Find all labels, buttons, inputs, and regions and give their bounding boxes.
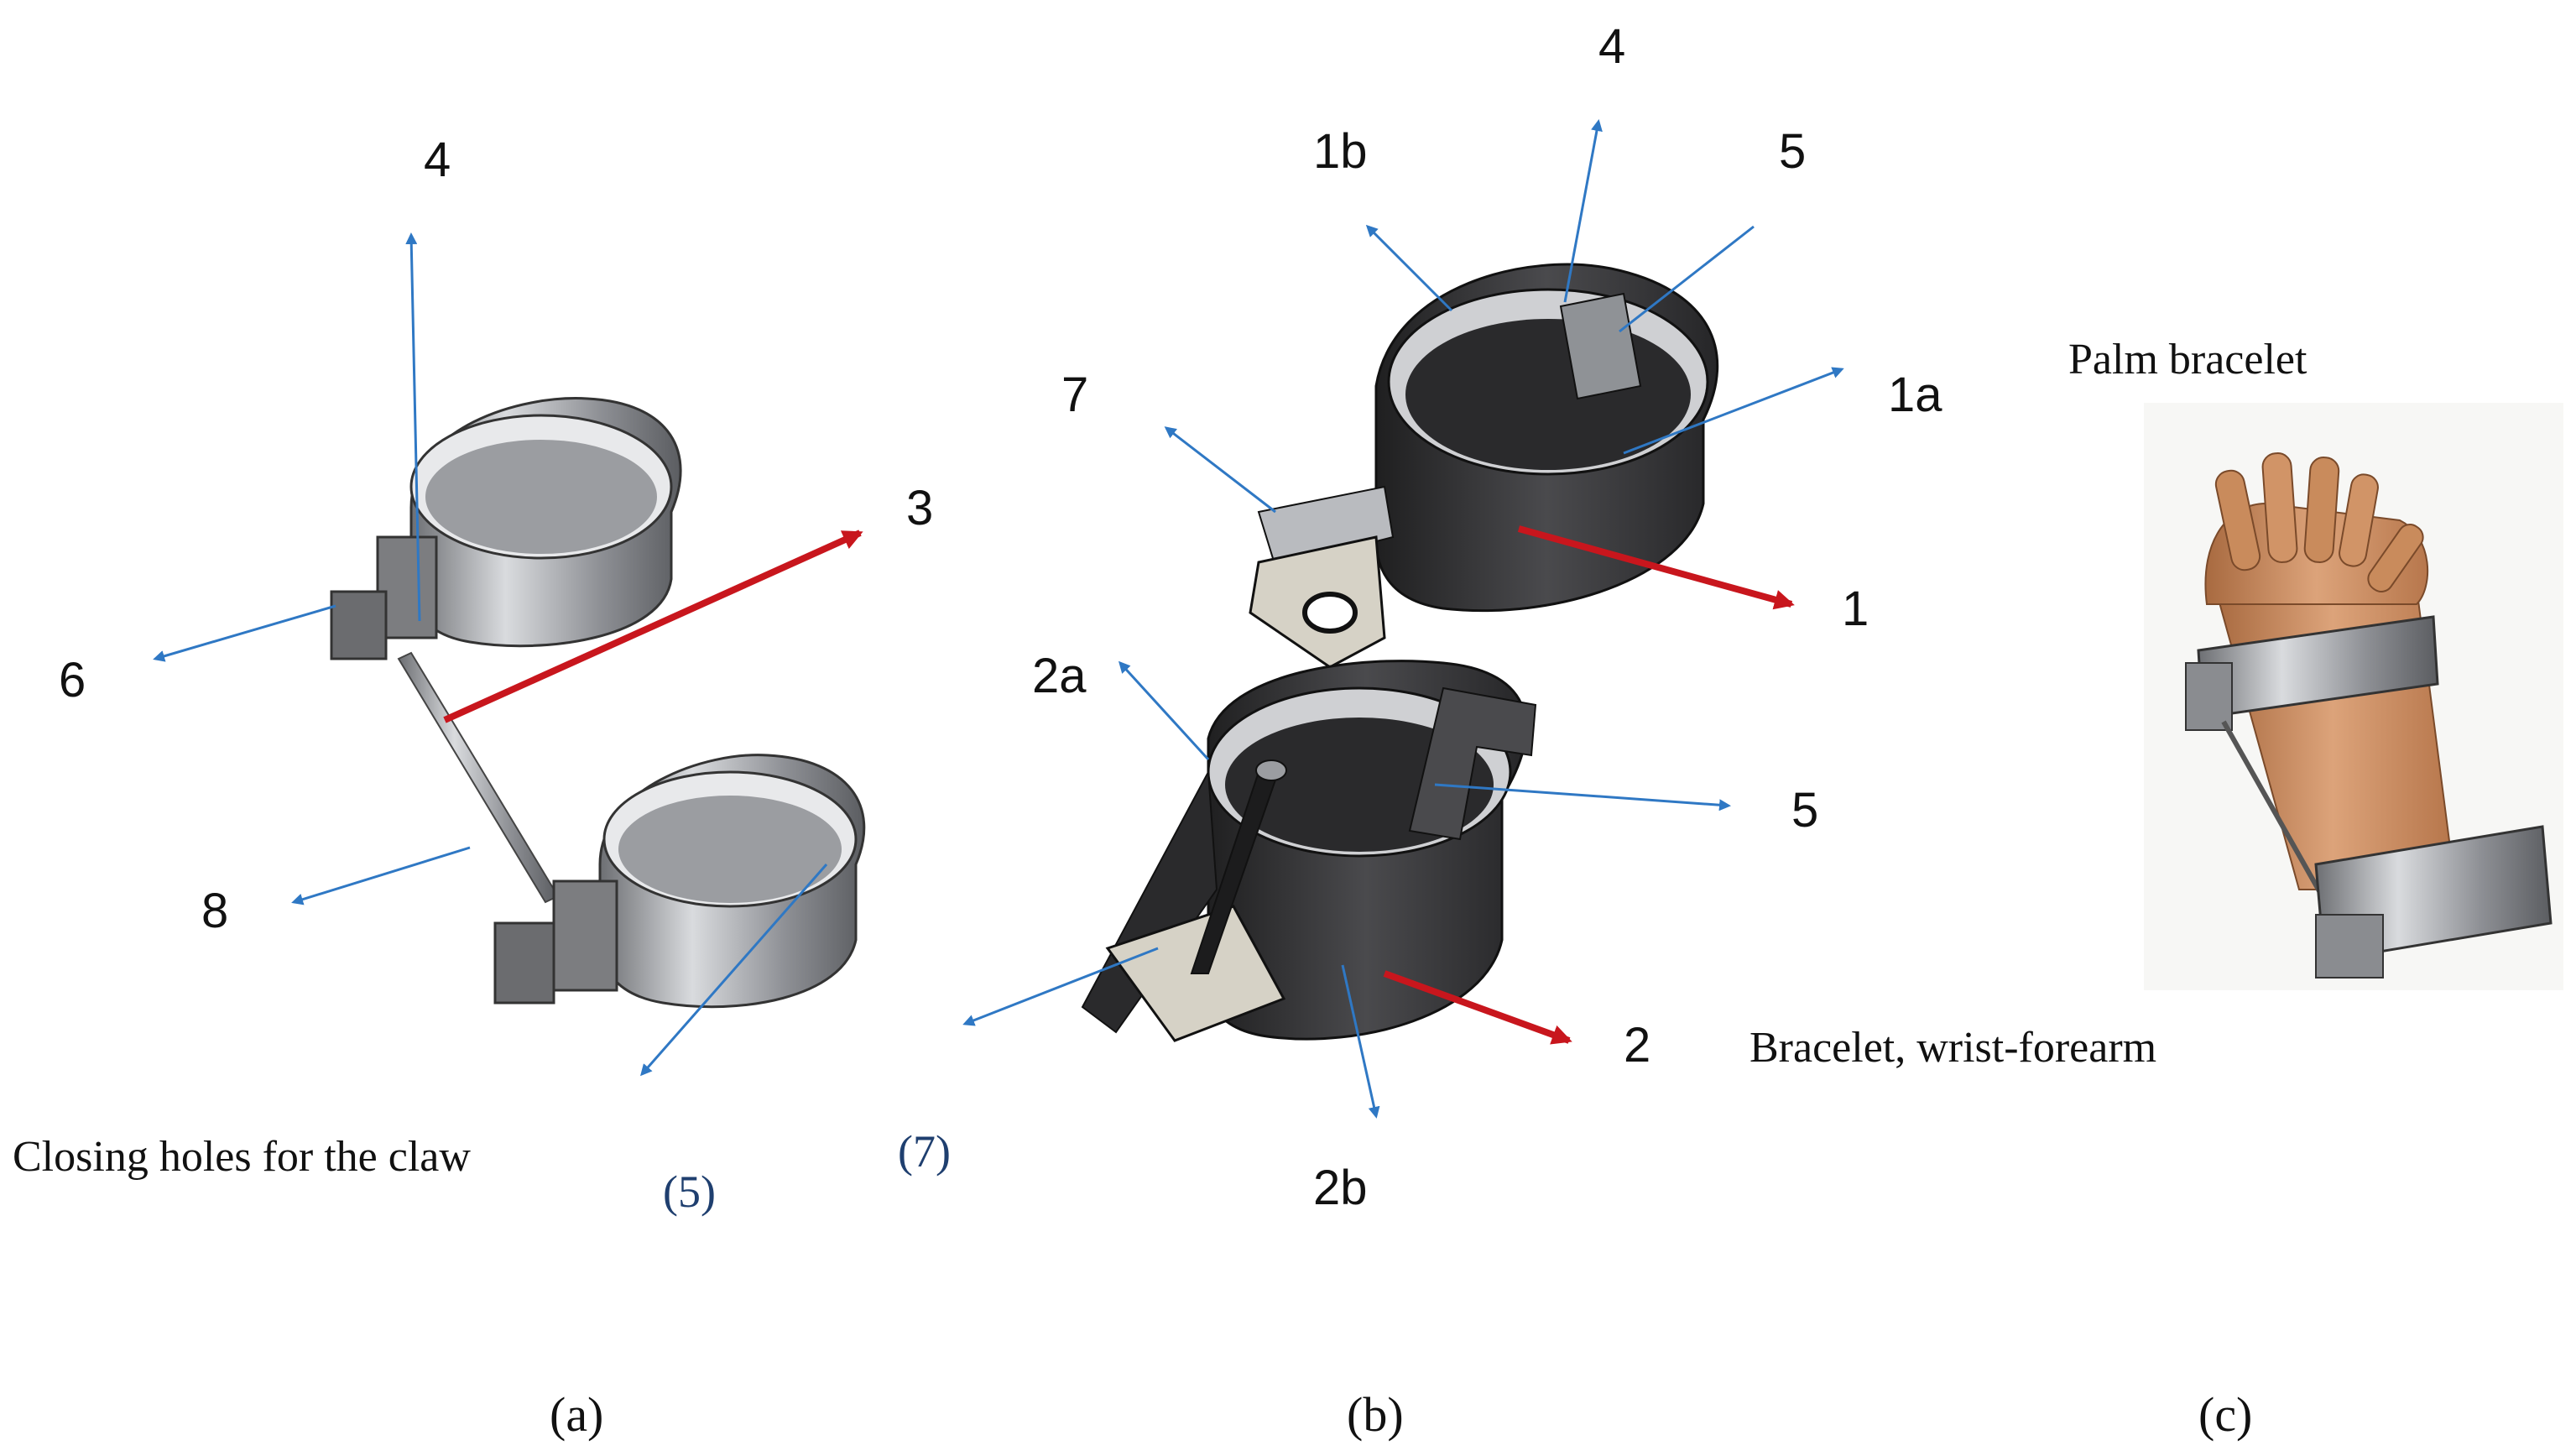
leader-2a — [1118, 660, 1210, 761]
ref-7: (7) — [898, 1126, 951, 1177]
label-3-a: 3 — [906, 481, 933, 535]
label-2a: 2a — [1032, 649, 1087, 703]
closing-holes-ref: (5) — [663, 1166, 716, 1217]
leader-7-bottom — [962, 947, 1159, 1026]
label-1: 1 — [1842, 582, 1869, 636]
leader-1b — [1365, 224, 1453, 312]
caption-a: (a) — [550, 1387, 603, 1442]
connecting-rod — [397, 651, 560, 904]
caption-c: (c) — [2198, 1387, 2252, 1442]
label-2b: 2b — [1313, 1161, 1368, 1215]
panel-a: 4 3 6 8 Closing holes for the claw (5) (… — [13, 133, 933, 1442]
label-1a: 1a — [1888, 368, 1942, 422]
leader-5-top — [1619, 225, 1755, 333]
label-2: 2 — [1624, 1018, 1650, 1072]
leader-5-bottom — [1434, 783, 1731, 811]
palm-bracelet-label: Palm bracelet — [2068, 336, 2307, 384]
main-arrow-2 — [1383, 970, 1572, 1045]
upper-bracelet-a — [330, 397, 682, 660]
caption-b: (b) — [1347, 1387, 1404, 1442]
bracelet-1 — [1249, 263, 1719, 669]
label-5-bottom: 5 — [1791, 783, 1818, 838]
label-8-a: 8 — [201, 884, 228, 938]
label-5-top: 5 — [1779, 124, 1806, 179]
label-4-a: 4 — [424, 133, 451, 187]
leader-7 — [1164, 426, 1276, 514]
wrist-forearm-label: Bracelet, wrist-forearm — [1749, 1024, 2156, 1072]
leader-1a — [1623, 367, 1844, 455]
main-arrow-1 — [1517, 525, 1795, 610]
leader-4-b — [1563, 119, 1603, 303]
closing-holes-note: Closing holes for the claw — [13, 1133, 471, 1181]
label-1b: 1b — [1313, 124, 1368, 179]
panel-c: Palm bracelet Bracelet, wrist-forearm (c… — [1749, 336, 2563, 1442]
leader-8-a — [291, 846, 471, 905]
leader-2b — [1341, 964, 1380, 1119]
panel-b: 4 1b 5 7 1a 1 2a 5 2 2b (7) (b) — [898, 19, 1942, 1442]
bracelet-2 — [1081, 660, 1537, 1042]
lower-bracelet-a — [493, 754, 866, 1009]
leader-5-a — [640, 864, 828, 1077]
label-7: 7 — [1061, 368, 1088, 422]
leader-6-a — [153, 604, 336, 662]
label-4-b: 4 — [1598, 19, 1625, 74]
label-6-a: 6 — [59, 653, 86, 707]
leader-4-a — [405, 232, 421, 622]
main-arrow-3 — [443, 530, 863, 723]
